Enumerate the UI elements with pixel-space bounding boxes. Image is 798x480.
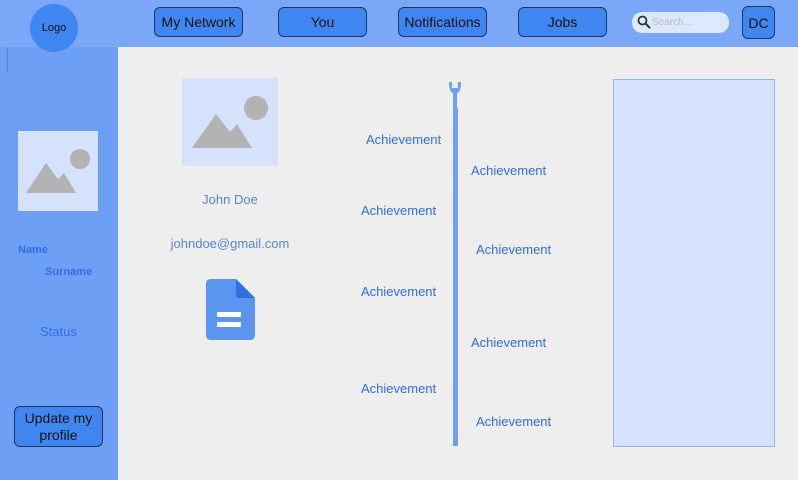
sidebar-surname: Surname (45, 266, 93, 278)
document-icon[interactable] (206, 279, 255, 340)
profile-email[interactable]: johndoe@gmail.com (170, 236, 290, 251)
achievement-item[interactable]: Achievement (366, 132, 442, 147)
nav-you-button[interactable]: You (278, 7, 367, 37)
nav-my-network-button[interactable]: My Network (154, 7, 243, 37)
image-placeholder-icon (26, 149, 90, 193)
sidebar-name: Name (18, 244, 48, 256)
nav-notifications-button[interactable]: Notifications (398, 7, 487, 37)
achievement-item[interactable]: Achievement (476, 414, 552, 429)
achievement-item[interactable]: Achievement (471, 335, 547, 350)
achievement-item[interactable]: Achievement (361, 381, 437, 396)
right-panel (613, 79, 775, 447)
image-placeholder-icon (192, 96, 268, 148)
user-avatar-button[interactable]: DC (742, 6, 775, 39)
search-input[interactable] (652, 14, 724, 31)
achievement-item[interactable]: Achievement (361, 284, 437, 299)
sidebar-divider (7, 47, 8, 73)
update-profile-label: Update my profile (24, 409, 93, 443)
search-box[interactable] (632, 12, 729, 33)
achievement-item[interactable]: Achievement (471, 163, 547, 178)
nav-jobs-button[interactable]: Jobs (518, 7, 607, 37)
search-icon (637, 15, 651, 29)
update-profile-button[interactable]: Update my profile (14, 406, 103, 447)
sidebar-profile-image (18, 131, 98, 211)
wrench-icon (449, 82, 461, 110)
logo-label: Logo (41, 22, 67, 34)
logo[interactable]: Logo (30, 4, 78, 52)
profile-image (182, 78, 278, 166)
timeline-bar (453, 108, 458, 446)
achievement-item[interactable]: Achievement (476, 242, 552, 257)
achievement-item[interactable]: Achievement (361, 203, 437, 218)
sidebar-status: Status (40, 324, 77, 339)
profile-full-name: John Doe (202, 192, 258, 207)
